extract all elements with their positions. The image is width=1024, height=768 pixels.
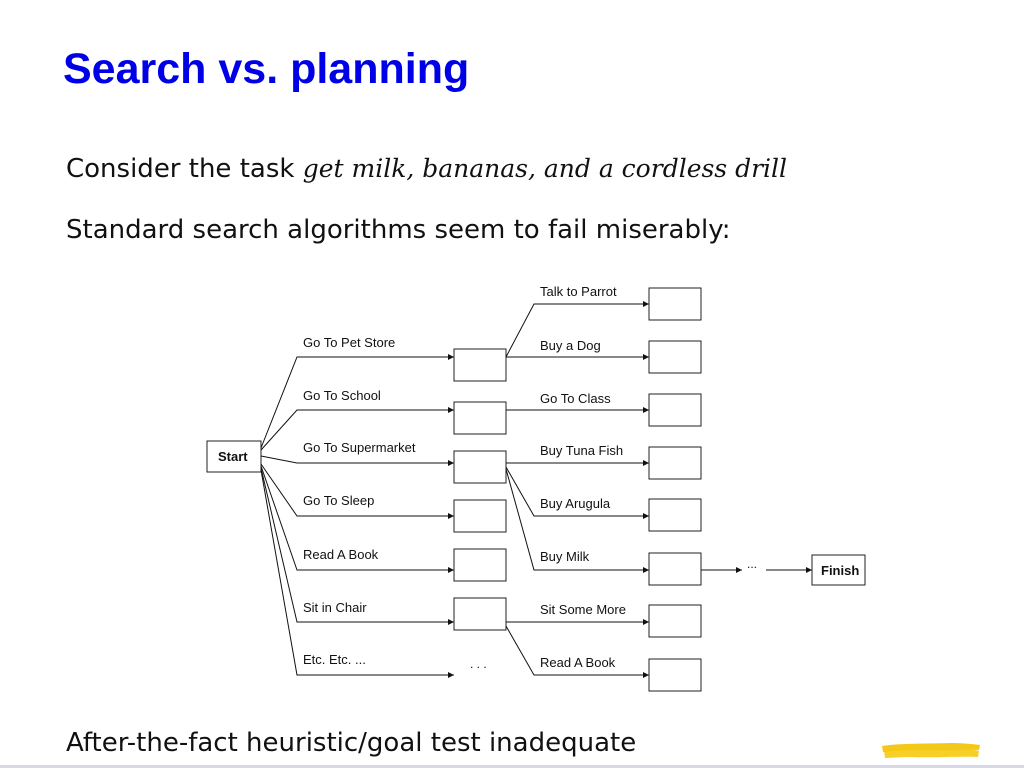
task-items: get milk, bananas, and a cordless drill xyxy=(302,154,788,183)
action-label-read-a-book-second: Read A Book xyxy=(540,655,616,670)
state-box-supermarket xyxy=(453,450,507,484)
action-label-go-to-sleep: Go To Sleep xyxy=(303,493,374,508)
state-box-sleep xyxy=(453,499,507,533)
action-label-buy-tuna-fish: Buy Tuna Fish xyxy=(540,443,623,458)
conclusion-statement: After-the-fact heuristic/goal test inade… xyxy=(66,728,637,758)
edge-etc xyxy=(260,469,454,678)
search-failure-statement: Standard search algorithms seem to fail … xyxy=(66,215,731,245)
task-prefix: Consider the task xyxy=(66,154,303,184)
footer-divider xyxy=(0,765,1024,768)
state-box-book-again xyxy=(648,658,702,692)
action-label-buy-arugula: Buy Arugula xyxy=(540,496,611,511)
state-box-class xyxy=(648,393,702,427)
start-node-label: Start xyxy=(218,449,248,464)
edge-buy-milk xyxy=(505,468,649,573)
edge-go-to-pet-store xyxy=(260,354,454,449)
state-box-sit-more xyxy=(648,604,702,638)
edge-go-to-sleep xyxy=(260,463,454,519)
edge-buy-arugula xyxy=(505,466,649,519)
ellipsis-more-states: . . . xyxy=(470,657,487,671)
edge-read-a-book-again xyxy=(505,625,649,678)
action-label-go-to-pet-store: Go To Pet Store xyxy=(303,335,395,350)
state-box-milk xyxy=(648,552,702,586)
state-box-pet-store xyxy=(453,348,507,382)
state-box-read-a-book xyxy=(453,548,507,582)
edge-read-a-book xyxy=(260,465,454,573)
action-label-buy-a-dog: Buy a Dog xyxy=(540,338,601,353)
state-box-dog xyxy=(648,340,702,374)
action-label-go-to-supermarket: Go To Supermarket xyxy=(303,440,416,455)
task-statement: Consider the task get milk, bananas, and… xyxy=(66,155,787,184)
state-box-parrot xyxy=(648,287,702,321)
action-label-etc: Etc. Etc. ... xyxy=(303,652,366,667)
action-label-talk-to-parrot: Talk to Parrot xyxy=(540,284,617,299)
edge-go-to-school xyxy=(260,407,454,451)
state-box-sit-in-chair xyxy=(453,597,507,631)
edge-sit-in-chair xyxy=(260,467,454,625)
action-label-go-to-class: Go To Class xyxy=(540,391,611,406)
action-label-read-a-book: Read A Book xyxy=(303,547,379,562)
ellipsis-to-finish: ... xyxy=(747,557,757,571)
edge-talk-to-parrot xyxy=(505,301,649,358)
state-box-school xyxy=(453,401,507,435)
state-box-tuna-fish xyxy=(648,446,702,480)
finish-node-label: Finish xyxy=(821,563,859,578)
state-box-arugula xyxy=(648,498,702,532)
action-label-sit-some-more: Sit Some More xyxy=(540,602,626,617)
action-label-buy-milk: Buy Milk xyxy=(540,549,590,564)
finish-node xyxy=(811,554,866,586)
highlighter-stroke-icon xyxy=(882,743,980,758)
action-label-sit-in-chair: Sit in Chair xyxy=(303,600,367,615)
slide-title: Search vs. planning xyxy=(63,45,470,93)
action-label-go-to-school: Go To School xyxy=(303,388,381,403)
start-node xyxy=(206,440,262,473)
edge-go-to-supermarket xyxy=(260,455,454,466)
